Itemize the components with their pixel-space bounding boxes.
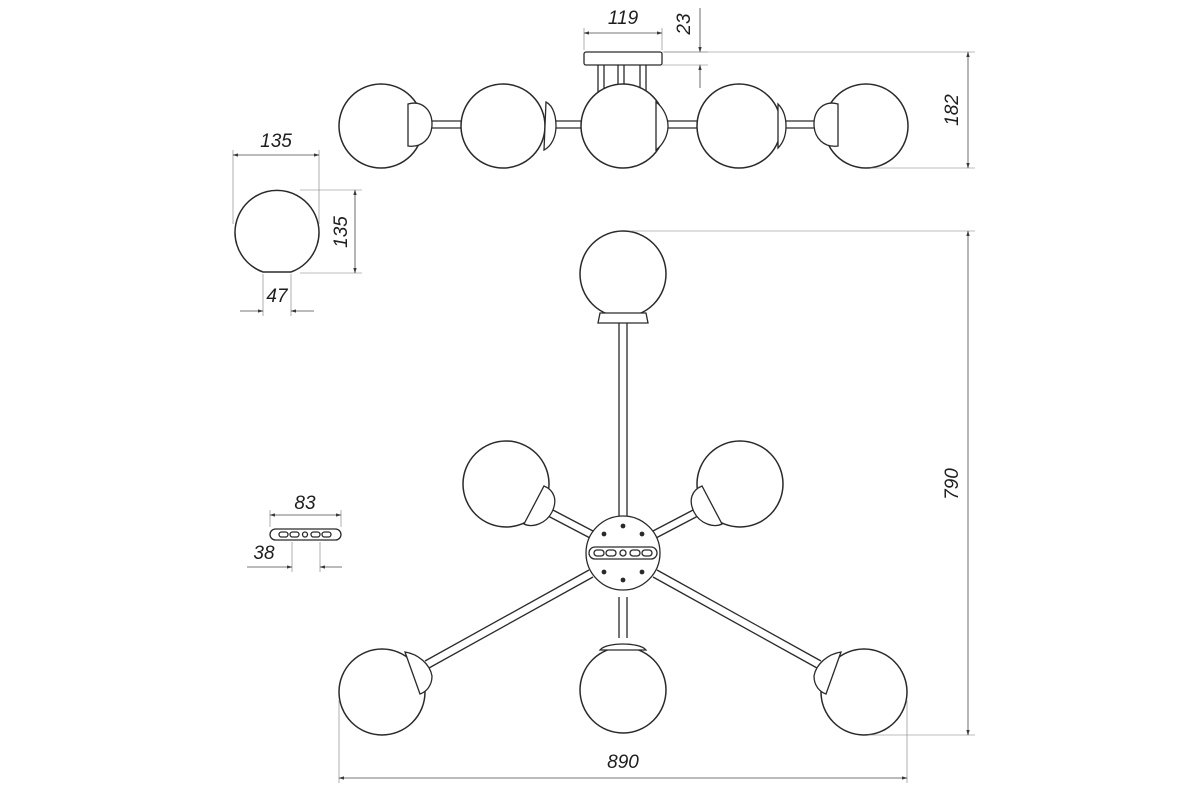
- plan-socket-top: [597, 312, 649, 324]
- plan-globe-upper-right: [696, 440, 784, 528]
- side-globe-2: [460, 83, 546, 169]
- plan-view: 790 890: [338, 230, 975, 783]
- dim-canopy-height: 23: [674, 13, 695, 36]
- dim-side-height: 182: [942, 94, 963, 126]
- dim-overall-width: 890: [607, 752, 639, 773]
- dim-overall-height: 790: [942, 468, 963, 500]
- plan-socket-bottom-center: [598, 643, 648, 651]
- side-socket-1: [407, 102, 433, 147]
- side-globe-4: [696, 83, 782, 169]
- dim-globe-neck: 47: [266, 286, 289, 307]
- plan-globe-upper-left: [462, 440, 550, 528]
- dim-plate-length: 83: [294, 493, 316, 514]
- plan-globe-bottom-center: [579, 646, 667, 734]
- side-elevation-view: 119 23 182: [338, 8, 975, 169]
- dim-globe-height: 135: [331, 216, 352, 248]
- globe-detail-shape: [234, 189, 320, 273]
- globe-detail-view: 135 135 47: [232, 131, 362, 316]
- dim-canopy-width: 119: [608, 8, 639, 29]
- plan-globe-top: [579, 230, 667, 318]
- dim-globe-width: 135: [260, 131, 292, 152]
- dim-plate-hole: 38: [253, 543, 275, 564]
- side-socket-5: [813, 102, 839, 147]
- mount-plate-detail-view: 83 38: [247, 493, 342, 572]
- canopy-plate: [583, 51, 663, 66]
- side-globe-3: [580, 83, 666, 169]
